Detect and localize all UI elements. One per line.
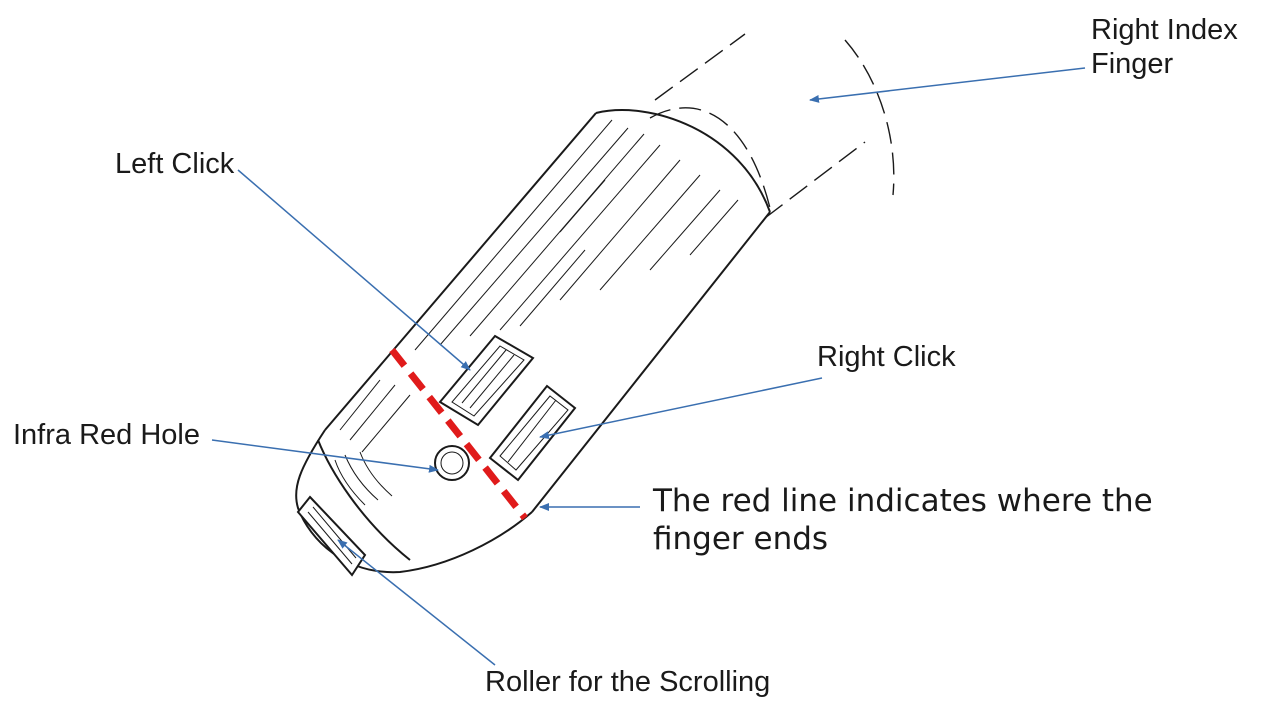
scroll-roller [296,495,367,577]
body-shading [334,119,739,506]
right-click-button [488,384,577,482]
leader-lines [211,67,1086,666]
leader-right-click [539,377,823,440]
label-red-line-note-line1: The red line indicates where the [653,483,1153,519]
leader-roller [337,539,496,666]
label-right-index-finger-line1: Right Index [1091,14,1238,46]
leader-left-click [237,169,471,371]
label-right-click: Right Click [817,341,956,373]
label-roller: Roller for the Scrolling [485,666,771,698]
label-red-line-note-line2: finger ends [653,521,829,557]
label-left-click: Left Click [115,148,235,180]
leader-right-index-finger [809,67,1086,103]
left-click-button [438,334,535,427]
label-right-index-finger: Right Index Finger [1091,13,1238,81]
label-red-line-note: The red line indicates where the finger … [653,482,1253,558]
infra-red-hole [434,445,470,481]
label-infra-red-hole: Infra Red Hole [13,419,200,451]
label-right-index-finger-line2: Finger [1091,48,1174,80]
leader-infra-red-hole [211,439,439,473]
finger-end-red-line [389,347,528,521]
finger-outline [649,33,895,219]
